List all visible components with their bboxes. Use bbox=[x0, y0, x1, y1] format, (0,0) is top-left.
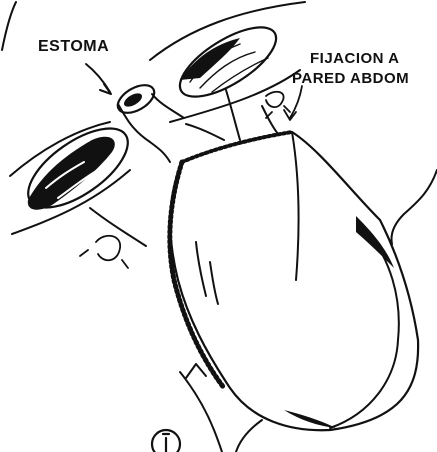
bottom-contour-right bbox=[236, 420, 262, 452]
lower-wall-section-shade bbox=[28, 137, 115, 210]
stoma-label: ESTOMA bbox=[38, 38, 109, 56]
bag-body bbox=[170, 132, 418, 430]
bag-stitched-top bbox=[182, 132, 292, 162]
stoma-stem-right bbox=[152, 94, 184, 118]
upper-wall-section-shade bbox=[180, 38, 240, 80]
bag-stitched-edge bbox=[170, 162, 224, 388]
edge-curve-top-left bbox=[2, 2, 16, 50]
fixation-label-line-1: FIJACION A bbox=[310, 50, 399, 67]
fixation-label-line-2: PARED ABDOM bbox=[292, 70, 409, 87]
body-contour-right bbox=[392, 170, 437, 244]
bag-inner-line-2 bbox=[210, 262, 218, 304]
bag-right-inner bbox=[330, 222, 399, 428]
fixation-arrow bbox=[284, 86, 302, 120]
stoma-arrow bbox=[86, 64, 111, 94]
suture-line-upper-1 bbox=[186, 124, 224, 140]
bottom-arrow bbox=[186, 364, 206, 378]
bottom-contour-left bbox=[180, 372, 222, 452]
suture-line-right bbox=[262, 106, 278, 134]
bag-fold-line bbox=[292, 132, 299, 280]
suture-line-upper-2 bbox=[226, 90, 240, 140]
bag-shade-right bbox=[356, 216, 394, 268]
suture-knot-left bbox=[80, 236, 128, 268]
reference-circle-glyph bbox=[163, 434, 169, 452]
bag-shade-bottom bbox=[284, 410, 336, 428]
bag-inner-line bbox=[196, 242, 206, 296]
